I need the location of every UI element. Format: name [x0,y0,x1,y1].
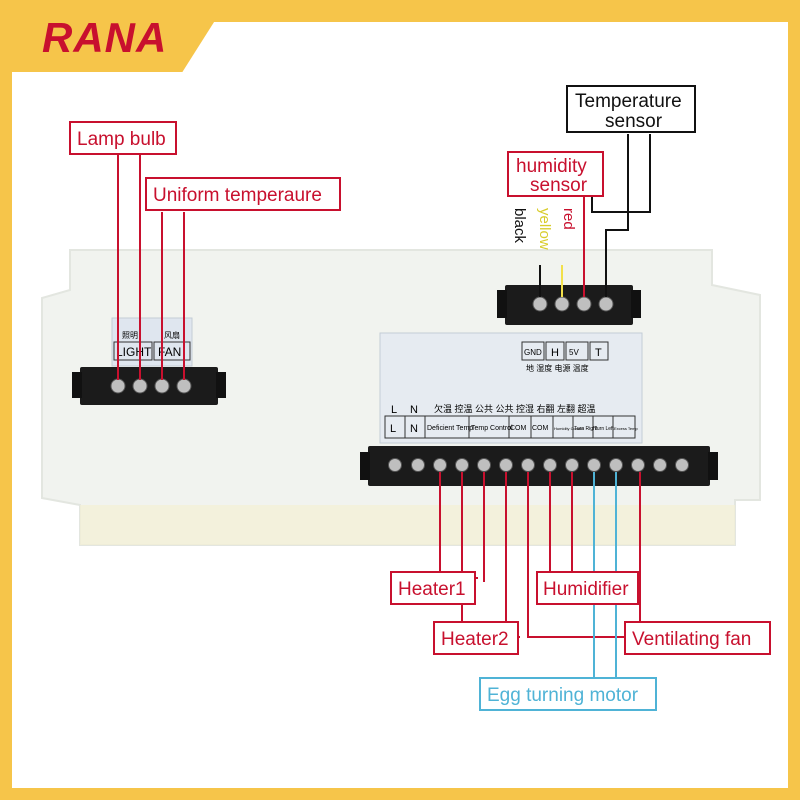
fan-cn-label: 风扇 [164,330,180,340]
wire-color-labels: black yellow red [511,208,577,250]
term-l: L [390,423,396,435]
brand-logo: RANA [42,14,168,61]
svg-text:humidity: humidity [516,156,587,177]
sensor-cn-label: 地 湿度 电源 温度 [526,363,589,373]
svg-text:Humidifier: Humidifier [543,579,629,600]
svg-text:Lamp bulb: Lamp bulb [77,129,166,150]
main-cn-row: 欠温 控温 公共 公共 控湿 右翻 左翻 超温 [434,403,596,414]
fan-label: FAN [158,345,181,359]
label-temperature-sensor: Temperature sensor [566,85,696,133]
term-turn-right: Turn Right [574,426,598,432]
lamp-wires [117,155,185,380]
red-wire-label: red [560,208,577,230]
label-heater1: Heater1 [390,571,476,605]
label-humidifier: Humidifier [536,571,639,605]
left-terminal-block [72,367,226,405]
light-label: LIGHT [116,345,152,359]
label-ventilating-fan: Ventilating fan [624,621,771,655]
top-l-label: L [391,404,397,416]
svg-text:Heater2: Heater2 [441,629,509,650]
svg-text:sensor: sensor [605,111,663,132]
term-n: N [410,423,418,435]
term-com2: COM [532,425,549,432]
5v-label: 5V [569,348,579,357]
light-cn-label: 照明 [122,331,138,340]
svg-text:Uniform temperaure: Uniform temperaure [153,185,322,206]
gnd-label: GND [524,348,542,357]
term-deficient-temp: Deficient Temp [427,425,473,432]
main-terminal-block [360,446,718,486]
main-terminal-labels: 欠温 控温 公共 公共 控湿 右翻 左翻 超温 L N L N Deficien… [384,403,638,439]
sensor-terminal-block [497,285,641,325]
sensor-label-plate: GND H 5V T 地 湿度 电源 温度 [379,332,643,444]
svg-text:Egg turning motor: Egg turning motor [487,685,639,706]
svg-text:Heater1: Heater1 [398,579,466,600]
black-wire-label: black [511,208,528,244]
term-temp-control: Temp Control [471,425,513,432]
svg-text:Ventilating fan: Ventilating fan [632,629,751,650]
label-egg-turning-motor: Egg turning motor [479,677,657,711]
t-label: T [595,347,602,359]
label-heater2: Heater2 [433,621,519,655]
term-com1: COM [510,425,527,432]
label-uniform-temperature: Uniform temperaure [145,177,341,211]
svg-text:sensor: sensor [530,175,588,196]
svg-text:Temperature: Temperature [575,91,682,112]
h-label: H [551,347,559,359]
label-lamp-bulb: Lamp bulb [69,121,177,155]
label-humidity-sensor: humidity sensor [507,151,604,197]
left-label-plate: 照明 风扇 LIGHT FAN [111,317,193,367]
term-turn-left: Turn Left [594,426,614,432]
term-humidity-control: Humidity Control [554,426,584,431]
top-n-label: N [410,404,418,416]
yellow-wire-label: yellow [536,208,553,250]
term-excess-temp: Excess Temp [614,426,638,431]
